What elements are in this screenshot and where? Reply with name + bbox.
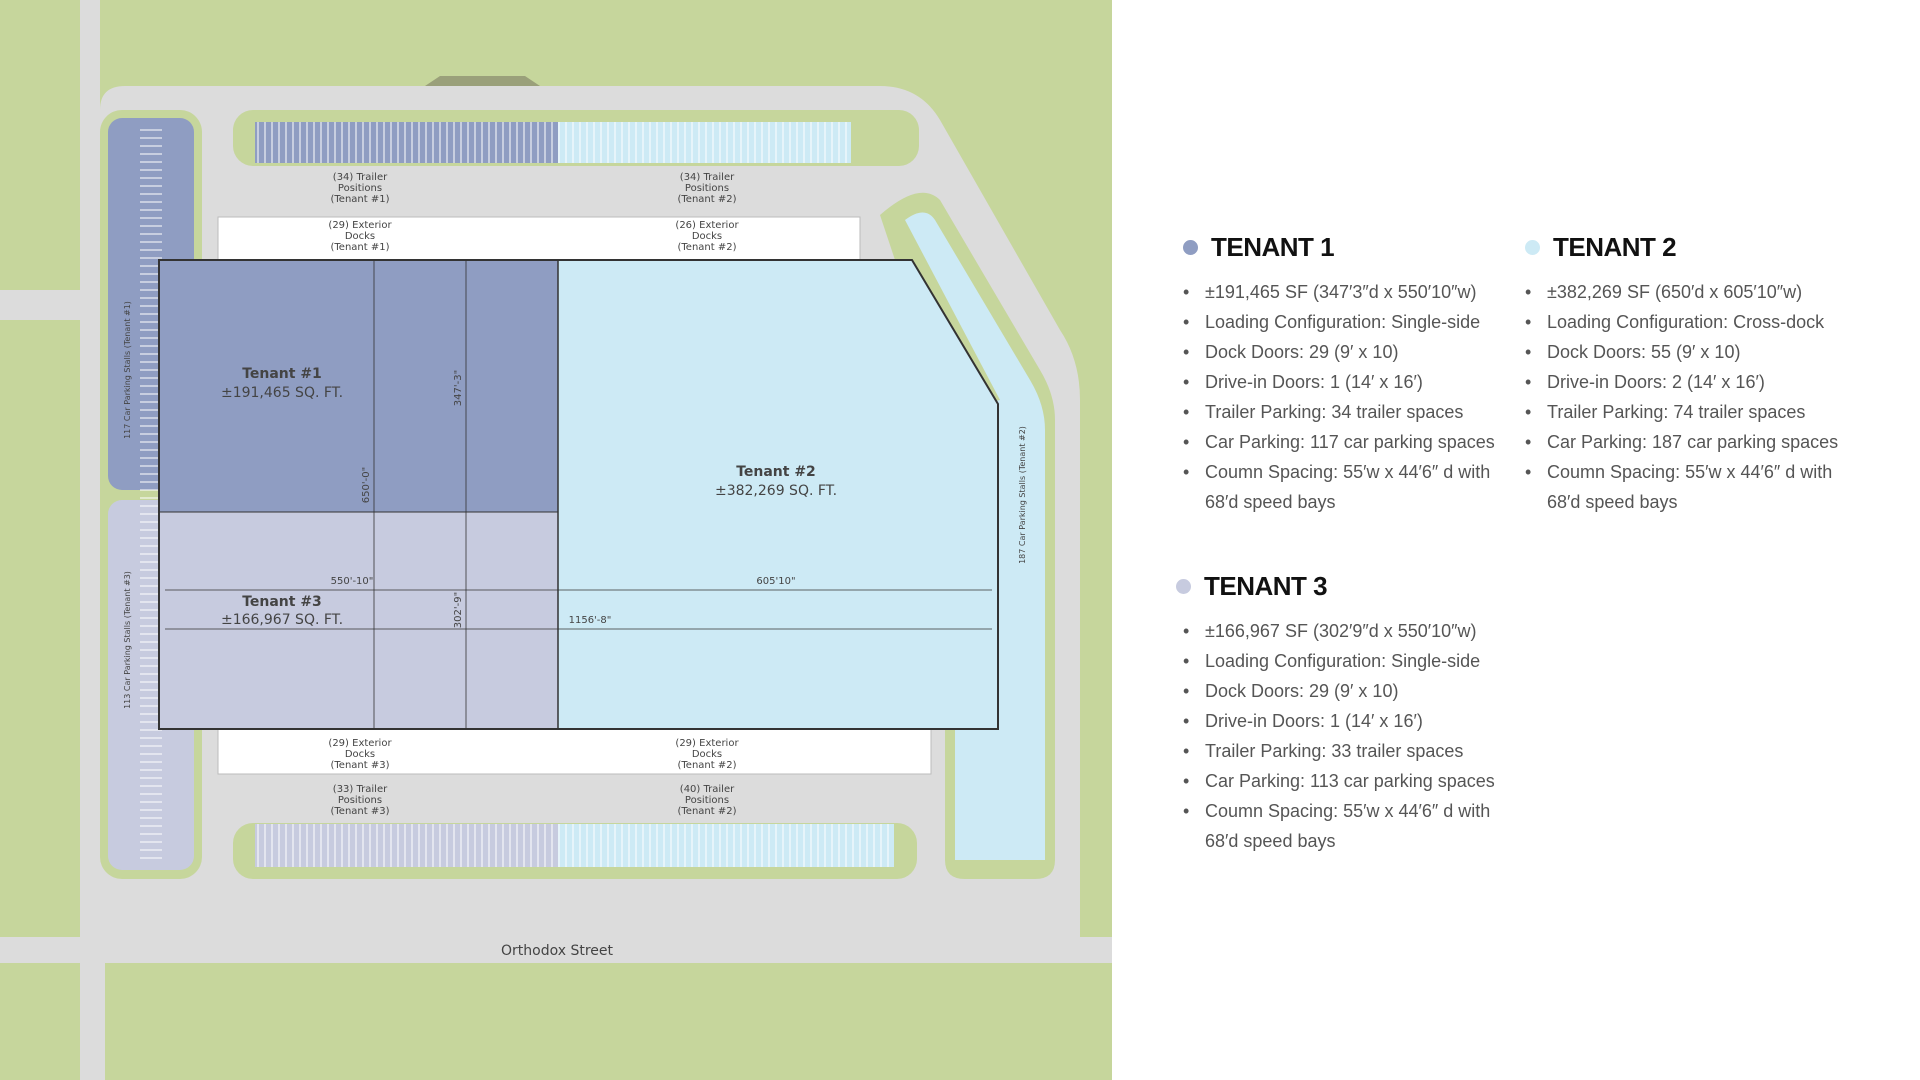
tenant1-panel: TENANT 1 ±191,465 SF (347′3″d x 550′10″w… xyxy=(1183,232,1513,517)
trailer-stalls-tenant3 xyxy=(255,824,558,867)
tenant3-space xyxy=(159,512,558,729)
tenant-detail-item: Drive-in Doors: 1 (14′ x 16′) xyxy=(1183,706,1516,736)
label-line: (34) Trailer xyxy=(680,172,735,183)
label-line: (Tenant #3) xyxy=(330,760,389,771)
dim-550: 550'-10" xyxy=(331,576,374,587)
tenant2-panel: TENANT 2 ±382,269 SF (650′d x 605′10″w)L… xyxy=(1525,232,1865,517)
tenant3-area: ±166,967 SQ. FT. xyxy=(221,612,343,628)
tenant-detail-item: Dock Doors: 29 (9′ x 10) xyxy=(1183,676,1516,706)
label-line: (29) Exterior xyxy=(328,738,392,749)
label-line: (29) Exterior xyxy=(675,738,739,749)
tenant-detail-item: Dock Doors: 29 (9′ x 10) xyxy=(1183,337,1513,367)
dim-650: 650'-0" xyxy=(361,467,372,503)
label-line: Docks xyxy=(692,231,722,242)
left-parking-label-t1: 117 Car Parking Stalls (Tenant #1) xyxy=(123,301,132,439)
trailer-stalls-tenant1 xyxy=(255,122,558,163)
tenant-detail-item: Coumn Spacing: 55′w x 44′6″ d with 68′d … xyxy=(1183,457,1513,517)
tenant2-space xyxy=(558,260,998,729)
label-line: (Tenant #3) xyxy=(330,806,389,817)
tenant-detail-item: ±382,269 SF (650′d x 605′10″w) xyxy=(1525,277,1865,307)
tenant1-area: ±191,465 SQ. FT. xyxy=(221,385,343,401)
label-line: Positions xyxy=(685,183,729,194)
label-line: (Tenant #1) xyxy=(330,194,389,205)
dim-347: 347'-3" xyxy=(453,370,464,406)
tenant2-label: Tenant #2 xyxy=(736,464,816,480)
label-line: (Tenant #2) xyxy=(677,194,736,205)
tenant1-heading: TENANT 1 xyxy=(1211,232,1335,262)
trailer-stalls-tenant2 xyxy=(558,122,851,163)
label-line: Positions xyxy=(338,183,382,194)
tenant-detail-item: ±191,465 SF (347′3″d x 550′10″w) xyxy=(1183,277,1513,307)
left-parking-label-t3: 113 Car Parking Stalls (Tenant #3) xyxy=(123,571,132,709)
dim-302: 302'-9" xyxy=(453,592,464,628)
label-line: Positions xyxy=(338,795,382,806)
tenant3-label: Tenant #3 xyxy=(242,594,322,610)
label-line: Docks xyxy=(345,231,375,242)
tenant-detail-item: Coumn Spacing: 55′w x 44′6″ d with 68′d … xyxy=(1183,796,1516,856)
tenant-detail-item: Drive-in Doors: 1 (14′ x 16′) xyxy=(1183,367,1513,397)
label-line: (Tenant #2) xyxy=(677,760,736,771)
tenant-detail-item: Drive-in Doors: 2 (14′ x 16′) xyxy=(1525,367,1865,397)
label-line: Positions xyxy=(685,795,729,806)
road-vertical xyxy=(80,0,100,1080)
tenant-detail-item: Loading Configuration: Single-side xyxy=(1183,307,1513,337)
label-line: (29) Exterior xyxy=(328,220,392,231)
label-line: Docks xyxy=(345,749,375,760)
tenant3-heading: TENANT 3 xyxy=(1204,571,1328,601)
label-line: (Tenant #2) xyxy=(677,806,736,817)
dim-605: 605'10" xyxy=(756,576,795,587)
tenant-detail-item: Car Parking: 113 car parking spaces xyxy=(1183,766,1516,796)
tenant-detail-item: Loading Configuration: Cross-dock xyxy=(1525,307,1865,337)
label-line: (Tenant #2) xyxy=(677,242,736,253)
tenant3-panel: TENANT 3 ±166,967 SF (302′9″d x 550′10″w… xyxy=(1176,571,1516,856)
trailer-stalls-tenant2-bottom xyxy=(558,824,894,867)
label-line: (26) Exterior xyxy=(675,220,739,231)
tenant-detail-item: Car Parking: 187 car parking spaces xyxy=(1525,427,1865,457)
tenant-detail-item: Trailer Parking: 33 trailer spaces xyxy=(1183,736,1516,766)
tenant1-color-dot xyxy=(1183,240,1198,255)
tenant-detail-item: Car Parking: 117 car parking spaces xyxy=(1183,427,1513,457)
tenant1-label: Tenant #1 xyxy=(242,366,322,382)
tenant2-details: ±382,269 SF (650′d x 605′10″w)Loading Co… xyxy=(1525,277,1865,517)
tenant2-color-dot xyxy=(1525,240,1540,255)
label-line: (40) Trailer xyxy=(680,784,735,795)
tenant2-heading: TENANT 2 xyxy=(1553,232,1677,262)
dim-1156: 1156'-8" xyxy=(569,615,612,626)
label-line: Docks xyxy=(692,749,722,760)
road-orthodox-street xyxy=(0,937,1112,963)
tenant1-space xyxy=(159,260,558,512)
tenant2-area: ±382,269 SQ. FT. xyxy=(715,483,837,499)
street-label: Orthodox Street xyxy=(501,943,614,959)
tenant3-color-dot xyxy=(1176,579,1191,594)
tenant-detail-item: Coumn Spacing: 55′w x 44′6″ d with 68′d … xyxy=(1525,457,1865,517)
right-parking-label-t2: 187 Car Parking Stalls (Tenant #2) xyxy=(1018,426,1027,564)
tenant-detail-item: ±166,967 SF (302′9″d x 550′10″w) xyxy=(1183,616,1516,646)
tenant-detail-item: Loading Configuration: Single-side xyxy=(1183,646,1516,676)
label-line: (33) Trailer xyxy=(333,784,388,795)
label-line: (Tenant #1) xyxy=(330,242,389,253)
tenant3-details: ±166,967 SF (302′9″d x 550′10″w)Loading … xyxy=(1183,616,1516,856)
tenant-detail-item: Trailer Parking: 74 trailer spaces xyxy=(1525,397,1865,427)
tenant1-details: ±191,465 SF (347′3″d x 550′10″w)Loading … xyxy=(1183,277,1513,517)
site-plan-map: Tenant #1 ±191,465 SQ. FT. Tenant #2 ±38… xyxy=(0,0,1112,1080)
label-line: (34) Trailer xyxy=(333,172,388,183)
tenant-detail-item: Dock Doors: 55 (9′ x 10) xyxy=(1525,337,1865,367)
tenant-detail-item: Trailer Parking: 34 trailer spaces xyxy=(1183,397,1513,427)
